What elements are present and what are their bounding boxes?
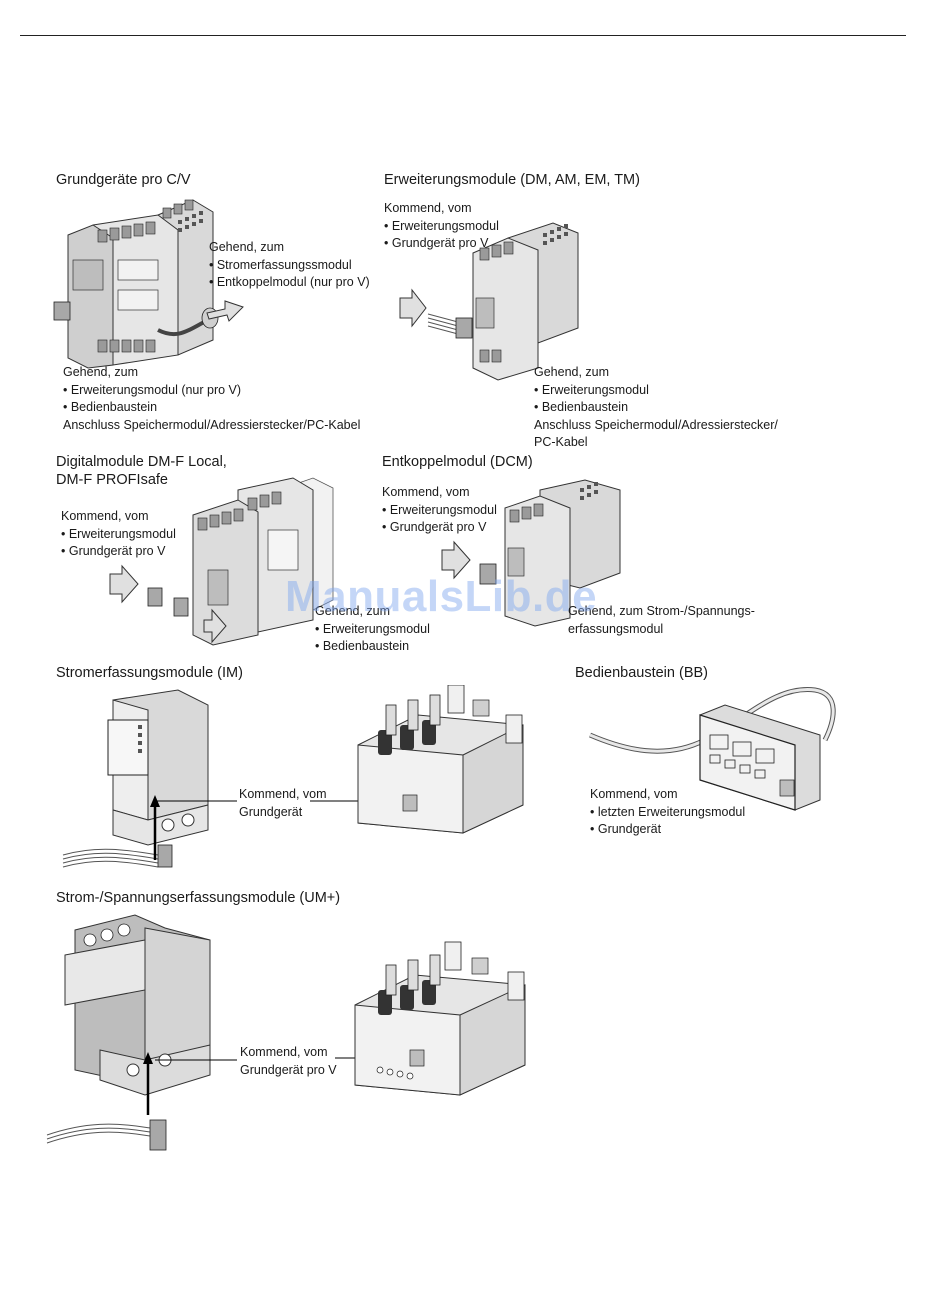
- im-pointer-line: [155, 800, 237, 802]
- dcm-in-label: Kommend, vom • Erweiterungsmodul • Grund…: [382, 485, 497, 534]
- dcm-illustration: [441, 479, 621, 627]
- bb-in-label: Kommend, vom • letzten Erweiterungsmodul…: [590, 787, 746, 836]
- um-in-label: Kommend, vom Grundgerät pro V: [240, 1045, 337, 1077]
- section-title-bb: Bedienbaustein (BB): [575, 665, 708, 681]
- um-pointer-line: [155, 1059, 237, 1061]
- im-module-illustration: [62, 689, 209, 868]
- um-sensor-illustration: [354, 941, 526, 1096]
- section-title-dcm: Entkoppelmodul (DCM): [382, 454, 533, 470]
- section-title-base: Grundgeräte pro C/V: [56, 172, 191, 188]
- expansion-in-label: Kommend, vom • Erweiterungsmodul • Grund…: [384, 201, 499, 250]
- section-title-expansion: Erweiterungsmodule (DM, AM, EM, TM): [384, 172, 640, 188]
- um-module-illustration: [46, 914, 211, 1151]
- base-unit-illustration: [53, 199, 219, 369]
- digital-out-label: Gehend, zum • Erweiterungsmodul • Bedien…: [315, 604, 430, 653]
- expansion-module-illustration: [399, 222, 579, 381]
- bb-panel-illustration: [589, 687, 836, 811]
- arrow-out-icon: [206, 300, 244, 322]
- digital-module-illustration: [109, 477, 334, 646]
- base-out-top-label: Gehend, zum • Stromerfassungssmodul • En…: [209, 240, 370, 289]
- section-title-im: Stromerfassungsmodule (IM): [56, 665, 243, 681]
- im-sensor-illustration: [357, 685, 524, 834]
- header-rule: [20, 35, 906, 36]
- dcm-out-label: Gehend, zum Strom-/Spannungs- erfassungs…: [568, 604, 755, 636]
- base-out-bottom-label: Gehend, zum • Erweiterungsmodul (nur pro…: [63, 365, 361, 432]
- expansion-out-label: Gehend, zum • Erweiterungsmodul • Bedien…: [534, 365, 778, 449]
- section-title-um: Strom-/Spannungserfassungsmodule (UM+): [56, 890, 341, 906]
- digital-in-label: Kommend, vom • Erweiterungsmodul • Grund…: [61, 509, 176, 558]
- im-in-label: Kommend, vom Grundgerät: [239, 787, 327, 819]
- section-title-digital: Digitalmodule DM-F Local, DM-F PROFIsafe: [56, 454, 227, 488]
